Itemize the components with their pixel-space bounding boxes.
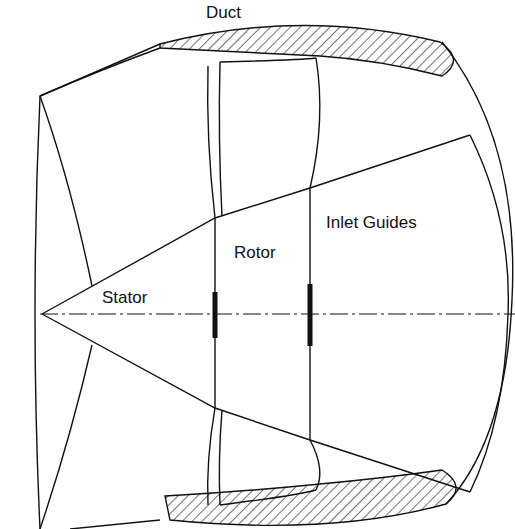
rotor-plane — [208, 66, 215, 218]
center-axis — [40, 314, 515, 315]
stator-vane — [40, 96, 92, 286]
blade-root-bar — [213, 292, 218, 338]
hub-outline — [42, 135, 470, 314]
inlet-guide-plane — [310, 58, 320, 188]
duct-section-top — [160, 25, 454, 76]
part-label: Inlet Guides — [324, 214, 419, 233]
duct-section-bottom — [165, 470, 456, 525]
duct-exit-edge — [35, 44, 160, 529]
duct-label: Duct — [204, 4, 243, 23]
duct-inlet-lip — [442, 42, 513, 504]
part-label: Rotor — [232, 244, 278, 263]
part-label: Stator — [100, 289, 149, 308]
